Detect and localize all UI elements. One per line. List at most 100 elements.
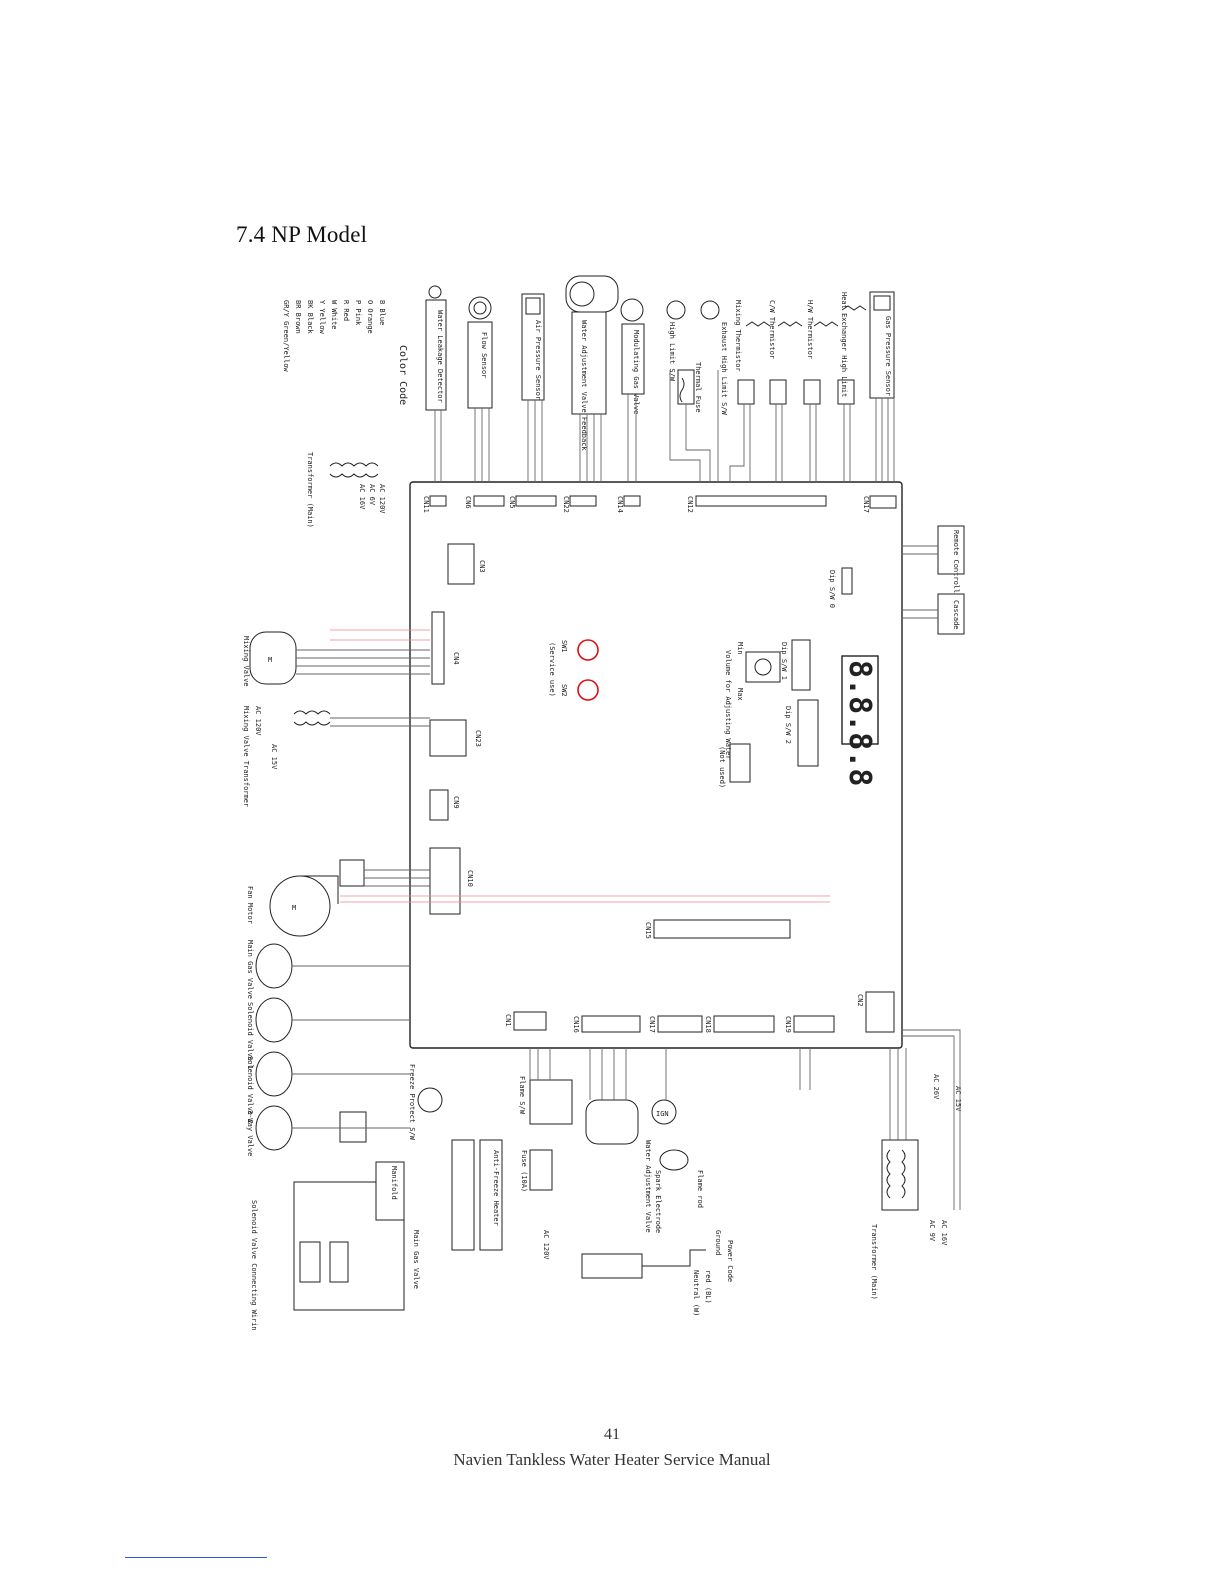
svg-text:Transformer (Main): Transformer (Main) — [306, 452, 314, 528]
svg-text:Mixing Valve: Mixing Valve — [242, 636, 250, 687]
three-way-valve: 3-Way Valve — [246, 1105, 367, 1156]
connector-cn18: CN18 — [704, 1015, 775, 1033]
dip-switch-0: Dip S/W 0 — [828, 567, 853, 608]
main-gas-valve-component: Main Gas Valve — [246, 940, 293, 999]
svg-text:CN23: CN23 — [474, 730, 482, 747]
cascade: Cascade — [937, 593, 965, 635]
connector-cn22: CN22 — [562, 495, 597, 513]
service-switch-sw2 — [577, 679, 599, 701]
svg-text:Water Adjustment Valve: Water Adjustment Valve — [644, 1140, 652, 1233]
svg-text:Transformer (Main): Transformer (Main) — [870, 1224, 878, 1300]
gas-pressure-sensor: Gas Pressure Sensor — [869, 291, 895, 399]
svg-text:Fuse (10A): Fuse (10A) — [520, 1150, 528, 1192]
heat-exchanger-high-limit: Heat Exchanger High Limit — [837, 292, 867, 405]
svg-text:IGN: IGN — [656, 1110, 669, 1118]
main-pcb-board — [409, 481, 903, 1049]
anti-freeze-heater: Anti-Freeze Heater — [451, 1139, 503, 1251]
dip-switch-2: Dip S/W 2 — [784, 699, 819, 767]
svg-text:red (BL): red (BL) — [704, 1270, 712, 1304]
volume-knob: Min Max Volume for Adjusting Water — [724, 642, 781, 760]
svg-text:H/W Thermistor: H/W Thermistor — [806, 300, 814, 359]
color-code-entry: B Blue — [378, 300, 386, 325]
svg-text:Mixing Valve Transformer: Mixing Valve Transformer — [242, 706, 250, 807]
fuse-10a: Fuse (10A) — [520, 1149, 553, 1192]
hw-thermistor: H/W Thermistor — [803, 300, 839, 405]
svg-text:Flame S/W: Flame S/W — [518, 1076, 526, 1115]
wiring-diagram: Color Code B Blue O Orange P Pink R Red … — [242, 275, 965, 1330]
svg-text:CN10: CN10 — [466, 870, 474, 887]
svg-text:Heat Exchanger High Limit: Heat Exchanger High Limit — [840, 292, 848, 397]
mixing-valve: M Mixing Valve — [242, 631, 297, 687]
svg-text:Power Code: Power Code — [726, 1240, 734, 1282]
connector-cn3: CN3 — [447, 543, 486, 585]
svg-text:Fan Motor: Fan Motor — [246, 886, 254, 924]
svg-text:CN4: CN4 — [452, 652, 460, 665]
flow-sensor: Flow Sensor — [467, 296, 493, 409]
spark-electrode: Spark Electrode — [654, 1149, 689, 1233]
svg-text:(Not used): (Not used) — [718, 746, 726, 788]
section-title: 7.4 NP Model — [236, 222, 368, 247]
svg-text:CN19: CN19 — [784, 1016, 792, 1033]
svg-text:C/W Thermistor: C/W Thermistor — [768, 300, 776, 359]
svg-text:Main Gas Valve: Main Gas Valve — [246, 940, 254, 999]
color-code-legend: Color Code B Blue O Orange P Pink R Red … — [282, 300, 408, 405]
svg-text:Flow Sensor: Flow Sensor — [480, 332, 488, 378]
svg-text:AC 120V: AC 120V — [378, 484, 386, 514]
color-code-entry: Y Yellow — [318, 300, 326, 335]
connector-cn9: CN9 — [429, 789, 460, 821]
svg-text:AC 9V: AC 9V — [928, 1220, 936, 1242]
mixing-thermistor: Mixing Thermistor — [734, 300, 771, 405]
svg-text:CN11: CN11 — [422, 496, 430, 513]
svg-text:Anti-Freeze Heater: Anti-Freeze Heater — [492, 1150, 500, 1226]
color-code-entry: W White — [330, 300, 338, 330]
svg-text:SW1: SW1 — [560, 640, 568, 653]
modulating-gas-valve: Modulating Gas Valve — [620, 298, 645, 414]
svg-text:AC 16V: AC 16V — [940, 1220, 948, 1246]
svg-text:Neutral (W): Neutral (W) — [692, 1270, 700, 1316]
svg-text:Solenoid Valve 1: Solenoid Valve 1 — [246, 1002, 254, 1069]
svg-text:Exhaust High Limit S/W: Exhaust High Limit S/W — [720, 322, 728, 416]
svg-text:CN17: CN17 — [862, 496, 870, 513]
svg-text:CN17: CN17 — [648, 1016, 656, 1033]
top-connectors: CN11 CN6 CN5 CN22 CN14 CN12 CN17 — [422, 495, 897, 513]
thermal-fuse: Thermal Fuse — [677, 362, 702, 413]
footnote-rule — [125, 1557, 267, 1558]
svg-text:High Limit S/W: High Limit S/W — [668, 322, 676, 382]
exhaust-high-limit-switch: Exhaust High Limit S/W — [700, 300, 728, 416]
svg-text:AC 16V: AC 16V — [358, 484, 366, 510]
mixing-valve-transformer: Mixing Valve Transformer AC 120V AC 15V — [242, 706, 331, 807]
svg-text:AC 15V: AC 15V — [954, 1086, 962, 1112]
connector-cn15: CN15 — [644, 919, 791, 939]
transformer-main-bottom: Transformer (Main) AC 9V AC 16V AC 15V A… — [870, 1074, 962, 1300]
connector-cn12: CN12 — [686, 495, 827, 513]
connector-cn5: CN5 — [508, 495, 557, 509]
connector-cn11: CN11 — [422, 495, 447, 513]
color-code-entry: R Red — [342, 300, 350, 321]
svg-text:Water Adjustment Valve Feedbac: Water Adjustment Valve Feedback — [580, 320, 588, 451]
svg-text:SW2: SW2 — [560, 684, 568, 697]
svg-text:CN6: CN6 — [464, 496, 472, 509]
color-code-entry: GR/Y Green/Yellow — [282, 300, 290, 372]
svg-text:Solenoid Valve 2: Solenoid Valve 2 — [246, 1056, 254, 1123]
svg-text:Water Leakage Detector: Water Leakage Detector — [436, 310, 444, 403]
connector-cn17-top: CN17 — [862, 495, 897, 513]
connector-cn1: CN1 — [504, 1011, 547, 1031]
svg-text:Freeze Protect S/W: Freeze Protect S/W — [408, 1064, 416, 1141]
svg-text:Main Gas Valve: Main Gas Valve — [412, 1230, 420, 1289]
svg-text:Dip S/W 0: Dip S/W 0 — [828, 570, 836, 608]
svg-text:AC 15V: AC 15V — [270, 744, 278, 770]
freeze-protect-switch: Freeze Protect S/W — [408, 1064, 443, 1141]
svg-text:Spark Electrode: Spark Electrode — [654, 1170, 662, 1233]
svg-text:Dip S/W 1: Dip S/W 1 — [780, 642, 788, 680]
svg-text:CN1: CN1 — [504, 1014, 512, 1027]
transformer-main-top: Transformer (Main) AC 120V AC 6V AC 16V — [306, 452, 386, 528]
svg-text:AC 6V: AC 6V — [368, 484, 376, 506]
connector-cn17: CN17 — [648, 1015, 703, 1033]
service-switches: SW1 SW2 (Service use) — [548, 639, 599, 701]
svg-text:(Service use): (Service use) — [548, 642, 556, 697]
seven-segment-display: 8.8.8.8 — [841, 655, 879, 786]
svg-text:CN2: CN2 — [856, 994, 864, 1007]
svg-text:Manifold: Manifold — [390, 1166, 398, 1200]
top-harness-wires — [434, 370, 895, 482]
connector-cn10: CN10 — [429, 847, 474, 915]
